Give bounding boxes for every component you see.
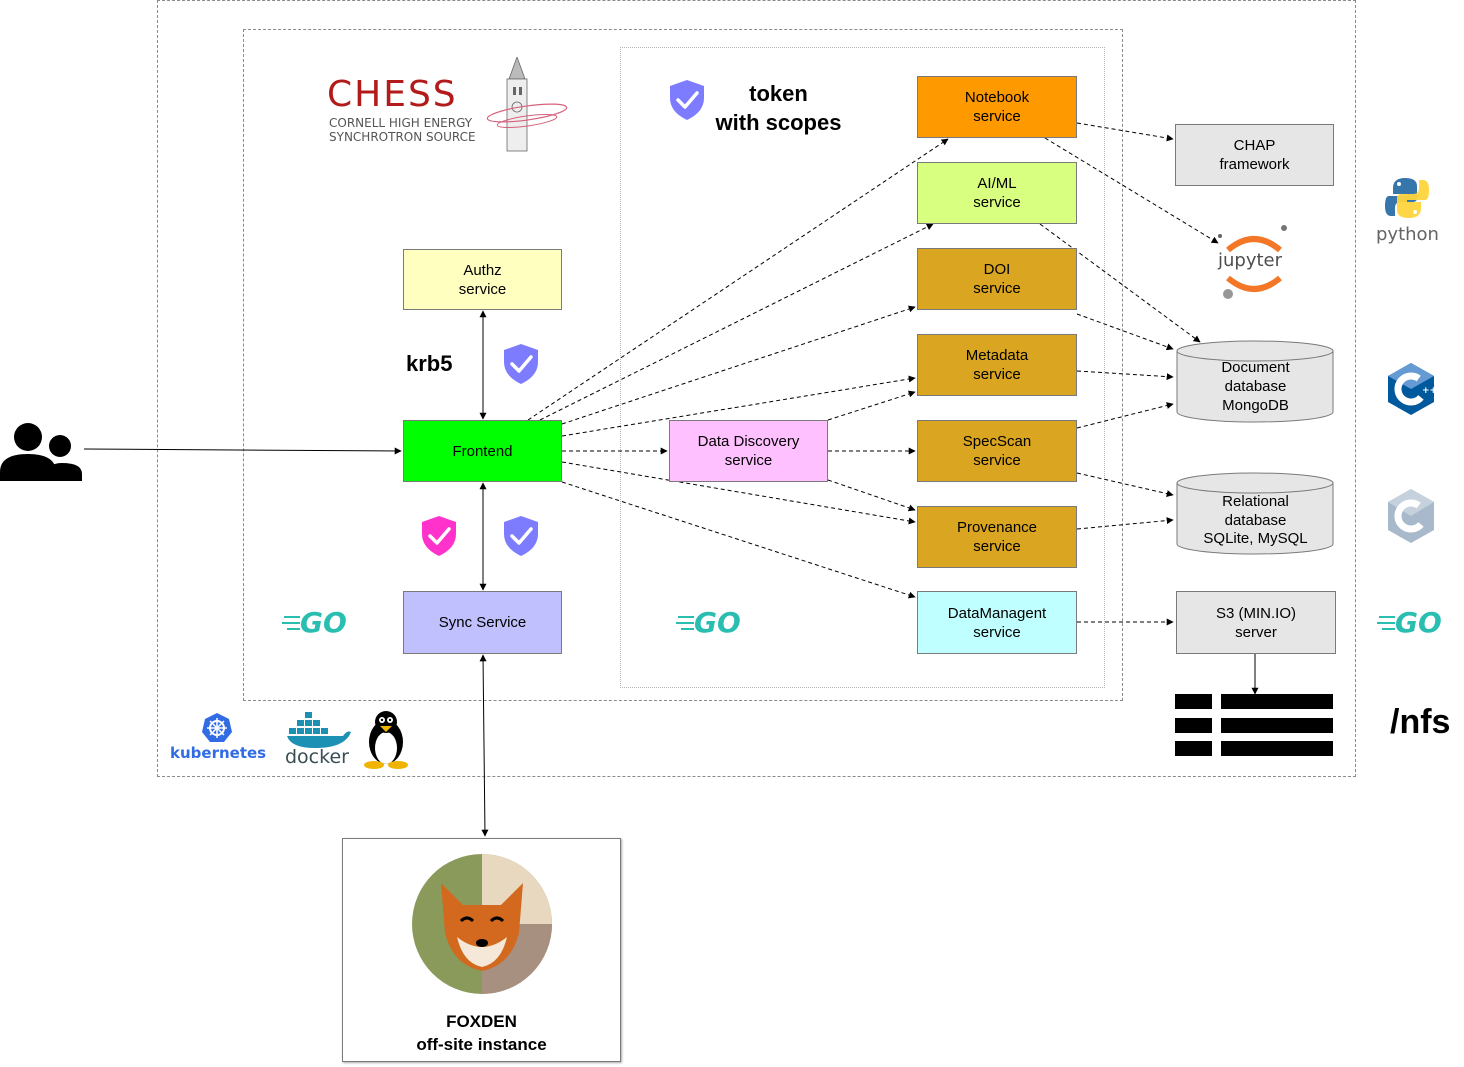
notebook-label: service (973, 108, 1021, 125)
fox-logo-icon (412, 854, 552, 994)
jupyter-arcs-icon (1218, 225, 1287, 299)
cylinder-shape (1176, 340, 1334, 423)
doi-label: service (973, 280, 1021, 297)
relational-db-line2: database (1224, 512, 1287, 529)
document-database[interactable]: Document database MongoDB (1176, 340, 1335, 424)
go-text: GO (694, 606, 741, 639)
kubernetes-text: kubernetes (170, 744, 267, 762)
specscan-service-box[interactable]: SpecScan service (917, 420, 1077, 482)
python-icon (1385, 178, 1429, 218)
chess-logo-title: CHESS (327, 74, 458, 115)
foxden-box[interactable]: FOXDEN off-site instance (342, 838, 621, 1062)
metadata-service-box[interactable]: Metadata service (917, 334, 1077, 396)
specscan-label: SpecScan (962, 433, 1032, 450)
jupyter-text: jupyter (1218, 250, 1283, 271)
document-db-line1: Document (1221, 359, 1290, 376)
python-text: python (1376, 224, 1439, 245)
authz-service-label: service (458, 280, 507, 298)
jupyter-logo: jupyter (1214, 222, 1294, 304)
notebook-label: Notebook (964, 89, 1030, 106)
s3-label: server (1235, 623, 1277, 641)
metadata-label: Metadata (965, 347, 1029, 364)
provenance-service-box[interactable]: Provenance service (917, 506, 1077, 568)
authz-service-box[interactable]: Authz service (403, 249, 562, 310)
chap-label: framework (1219, 156, 1290, 173)
data-discovery-service-box[interactable]: Data Discovery service (669, 420, 828, 482)
doi-label: DOI (983, 261, 1011, 278)
document-db-line3: MongoDB (1222, 397, 1289, 414)
notebook-service-box[interactable]: Notebook service (917, 76, 1077, 138)
kubernetes-wheel-icon (202, 713, 232, 742)
frontend-label: Frontend (452, 442, 513, 460)
go-logo: GO (282, 605, 352, 641)
linux-penguin-icon (364, 711, 408, 769)
c-language-icon (1388, 489, 1434, 543)
provenance-label: Provenance (956, 519, 1038, 536)
frontend-box[interactable]: Frontend (403, 420, 562, 482)
foxden-subtitle: off-site instance (416, 1035, 547, 1054)
go-speed-lines-icon (282, 616, 300, 630)
go-text: GO (300, 606, 347, 639)
krb5-label: krb5 (406, 351, 453, 376)
datamanagement-label: service (973, 623, 1021, 641)
datamanagement-service-box[interactable]: DataManagent service (917, 591, 1077, 654)
shield-check-icon (670, 80, 704, 120)
shield-check-pink-icon (422, 516, 456, 556)
inner-boundary (243, 29, 1123, 701)
go-speed-lines-icon (1377, 616, 1395, 630)
shield-check-icon (504, 344, 538, 384)
sync-service-label: Sync Service (438, 614, 527, 631)
doi-service-box[interactable]: DOI service (917, 248, 1077, 310)
sync-service-box[interactable]: Sync Service (403, 591, 562, 654)
relational-database[interactable]: Relational database SQLite, MySQL (1176, 472, 1335, 556)
chess-logo: CHESS CORNELL HIGH ENERGY SYNCHROTRON SO… (327, 57, 568, 154)
token-label-line2: with scopes (715, 110, 842, 135)
docker-logo: docker (283, 710, 355, 770)
outer-boundary (157, 0, 1356, 777)
metadata-label: service (973, 366, 1021, 383)
token-scope-boundary (620, 47, 1105, 688)
nfs-storage-icon (1175, 694, 1333, 756)
cplusplus-icon: ++ (1388, 363, 1436, 415)
python-logo: python (1376, 176, 1446, 248)
users-icon (0, 423, 82, 481)
go-logo: GO (1377, 605, 1447, 641)
chap-label: CHAP (1233, 137, 1276, 154)
s3-server-box[interactable]: S3 (MIN.IO) server (1176, 591, 1336, 654)
token-label-line1: token (749, 81, 808, 106)
data-discovery-label: service (724, 452, 773, 469)
relational-db-line1: Relational (1222, 493, 1289, 510)
docker-text: docker (285, 746, 349, 768)
cylinder-shape (1176, 472, 1334, 555)
nfs-label: /nfs (1390, 703, 1451, 741)
specscan-label: service (973, 452, 1021, 469)
aiml-label: service (973, 194, 1021, 211)
authz-service-label: Authz (463, 261, 502, 279)
s3-label: S3 (MIN.IO) (1215, 604, 1296, 622)
foxden-title: FOXDEN (446, 1012, 517, 1031)
go-text: GO (1395, 606, 1442, 639)
shield-check-icon (504, 516, 538, 556)
data-discovery-label: Data Discovery (697, 433, 800, 450)
go-logo: GO (676, 605, 746, 641)
aiml-service-box[interactable]: AI/ML service (917, 162, 1077, 224)
relational-db-line3: SQLite, MySQL (1203, 530, 1308, 547)
svg-text:++: ++ (1422, 386, 1436, 396)
chess-logo-line1: CORNELL HIGH ENERGY (329, 116, 473, 130)
document-db-line2: database (1224, 378, 1287, 395)
chap-framework-box[interactable]: CHAP framework (1175, 124, 1334, 186)
kubernetes-logo: kubernetes (168, 712, 268, 768)
provenance-label: service (973, 538, 1021, 555)
datamanagement-label: DataManagent (947, 604, 1047, 622)
aiml-label: AI/ML (977, 175, 1017, 192)
chess-logo-line2: SYNCHROTRON SOURCE (329, 130, 476, 144)
go-speed-lines-icon (676, 616, 694, 630)
clock-tower-icon (486, 57, 568, 152)
docker-whale-icon (287, 712, 351, 748)
